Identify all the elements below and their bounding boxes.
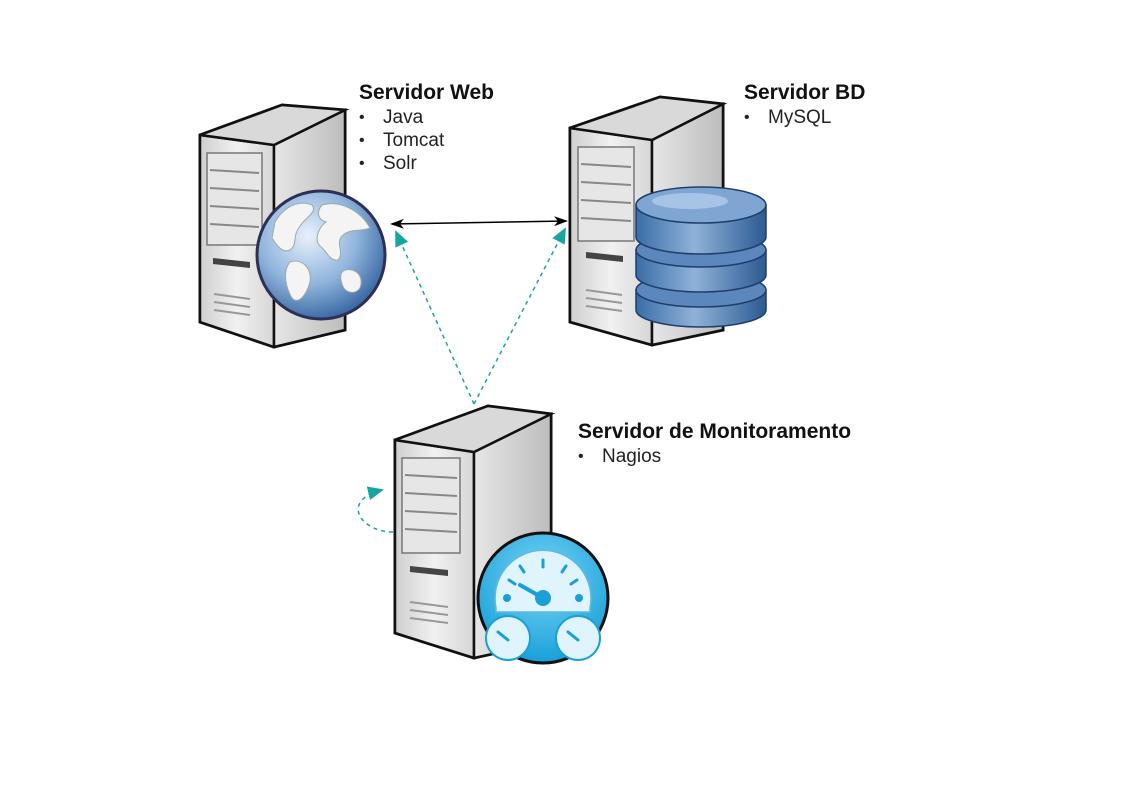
- monitor-to-db-arrow: [473, 227, 566, 405]
- database-icon: [635, 186, 767, 328]
- db-server-components: MySQL: [744, 106, 865, 129]
- globe-icon: [255, 189, 387, 321]
- db-server-label: Servidor BD MySQL: [744, 81, 865, 129]
- monitor-server-title: Servidor de Monitoramento: [578, 420, 852, 443]
- web-server-label: Servidor Web Java Tomcat Solr: [359, 81, 494, 175]
- monitor-server-components: Nagios: [578, 445, 851, 468]
- list-item: Java: [359, 106, 494, 129]
- list-item: MySQL: [744, 106, 865, 129]
- monitor-to-web-arrow: [395, 230, 475, 405]
- list-item: Solr: [359, 152, 494, 175]
- db-server-title: Servidor BD: [744, 81, 866, 104]
- list-item: Nagios: [578, 445, 851, 468]
- web-server-title: Servidor Web: [359, 81, 494, 104]
- monitor-server-label: Servidor de Monitoramento Nagios: [578, 420, 851, 468]
- list-item: Tomcat: [359, 129, 494, 152]
- gauge-icon: [476, 531, 610, 665]
- web-server-components: Java Tomcat Solr: [359, 106, 494, 175]
- monitor-self-check-arrow: [357, 486, 394, 533]
- web-db-connection-arrow: [390, 216, 568, 229]
